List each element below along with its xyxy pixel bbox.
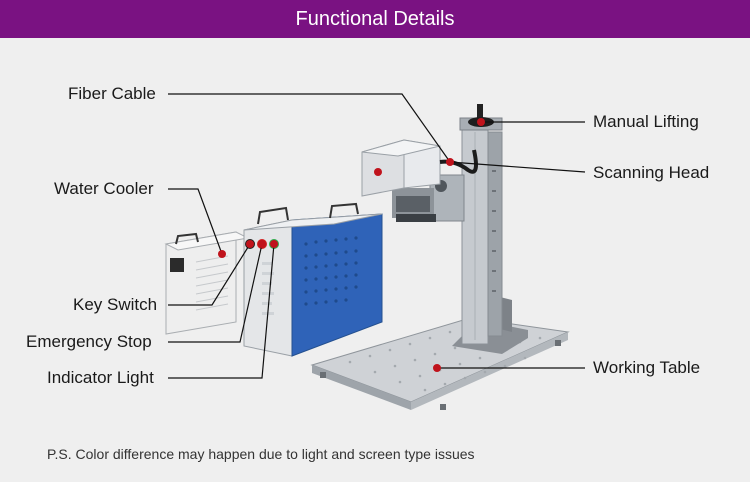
lifting-column: [459, 104, 503, 345]
leader-lines: [168, 93, 586, 379]
label-indicator-light: Indicator Light: [47, 368, 154, 387]
label-working-table: Working Table: [593, 358, 701, 377]
title-banner: Functional Details: [0, 0, 750, 38]
marker-key-switch: [246, 240, 254, 248]
label-emergency-stop: Emergency Stop: [26, 332, 152, 351]
page-title: Functional Details: [295, 7, 455, 30]
label-key-switch: Key Switch: [73, 295, 158, 314]
label-water-cooler: Water Cooler: [54, 179, 154, 198]
label-manual-lifting: Manual Lifting: [593, 112, 699, 131]
label-scanning-head: Scanning Head: [593, 163, 710, 182]
scanning-head-box: [361, 139, 441, 197]
red-markers: [218, 118, 485, 372]
marker-scanning-head: [374, 168, 382, 176]
marker-emergency-stop: [258, 240, 266, 248]
marker-working-table: [433, 364, 441, 372]
marker-fiber-cable: [446, 158, 454, 166]
main-cabinet: [243, 202, 383, 357]
water-cooler: [164, 231, 250, 335]
footer-note: P.S. Color difference may happen due to …: [47, 446, 475, 462]
label-fiber-cable: Fiber Cable: [68, 84, 156, 103]
marker-water-cooler: [218, 250, 226, 258]
marker-indicator-light: [270, 240, 278, 248]
laser-head: [392, 174, 465, 222]
marker-manual-lifting: [477, 118, 485, 126]
